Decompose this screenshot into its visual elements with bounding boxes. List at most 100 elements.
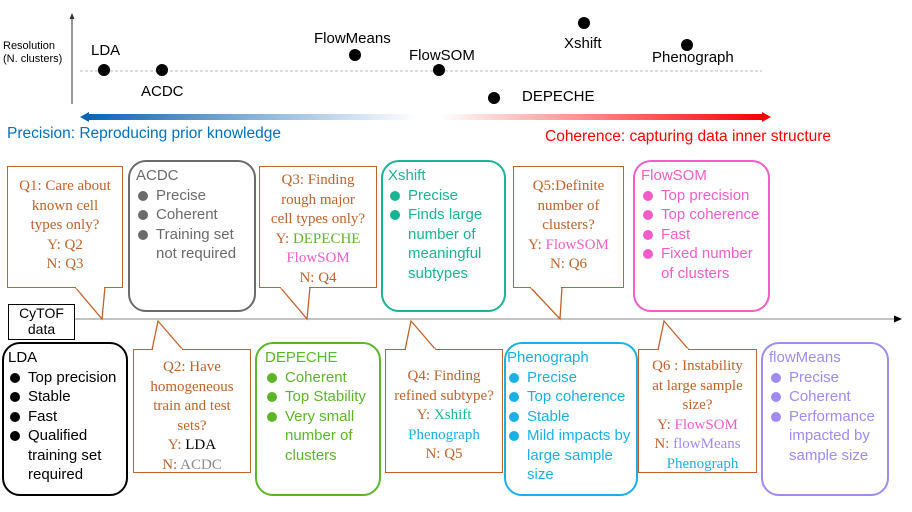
q5-line: clusters? bbox=[542, 217, 595, 233]
label-xshift: Xshift bbox=[564, 35, 602, 52]
point-flowmeans bbox=[349, 49, 361, 61]
method-phenograph: Phenograph Precise Top coherence Stable … bbox=[504, 342, 638, 496]
lda-item: Stable bbox=[8, 387, 122, 407]
q2-line: homogeneous bbox=[150, 378, 234, 395]
y-axis-label: Resolution (N. clusters) bbox=[3, 40, 62, 66]
bullet-icon bbox=[509, 431, 519, 441]
acdc-item: Training set not required bbox=[136, 225, 250, 264]
q5-no: N: Q6 bbox=[549, 256, 588, 272]
q3-yes-depeche: DEPECHE bbox=[292, 230, 361, 247]
method-flowmeans: flowMeans Precise Coherent Performance i… bbox=[761, 342, 889, 496]
bullet-icon bbox=[267, 372, 277, 383]
flowsom-item: Fixed number of clusters bbox=[641, 244, 764, 283]
q5-line: Q5:Definite bbox=[532, 178, 605, 194]
bullet-icon bbox=[138, 190, 148, 201]
q6-no-flowmeans: flowMeans bbox=[673, 436, 741, 452]
q1-line: known cell bbox=[31, 197, 99, 214]
label-acdc: ACDC bbox=[141, 83, 184, 100]
q6-yes: Y: FlowSOM bbox=[657, 416, 738, 433]
precision-arrow bbox=[88, 114, 416, 120]
bullet-icon bbox=[10, 372, 20, 383]
xshift-item: Finds large number of meaningful subtype… bbox=[388, 205, 500, 283]
q3-line: cell types only? bbox=[270, 211, 366, 227]
cytof-data-box: CyTOF data bbox=[8, 304, 75, 340]
q3-line: Q3: Finding bbox=[281, 172, 355, 188]
question-q1: Q1: Care about known cell types only? Y:… bbox=[7, 166, 123, 288]
lda-item: Top precision bbox=[8, 368, 122, 388]
bullet-icon bbox=[10, 431, 20, 441]
q3-line: rough major bbox=[281, 191, 355, 208]
method-acdc: ACDC Precise Coherent Training set not r… bbox=[128, 160, 256, 312]
point-flowsom bbox=[433, 64, 445, 76]
bullet-icon bbox=[643, 190, 653, 201]
timeline-arrowhead bbox=[894, 315, 902, 323]
q5-yes-flowsom: FlowSOM bbox=[545, 236, 609, 253]
lda-title: LDA bbox=[8, 349, 38, 366]
q5-tail bbox=[528, 286, 563, 321]
phenograph-item: Top coherence bbox=[507, 387, 632, 407]
depeche-item: Top Stability bbox=[265, 387, 375, 407]
bullet-icon bbox=[509, 392, 519, 402]
label-phenograph: Phenograph bbox=[652, 49, 734, 66]
q2-line: train and test bbox=[153, 398, 231, 414]
bullet-icon bbox=[771, 372, 781, 383]
bullet-icon bbox=[771, 392, 781, 402]
q1-line: Q1: Care about bbox=[19, 178, 111, 194]
q5-yes: Y: FlowSOM bbox=[528, 236, 609, 253]
bullet-icon bbox=[390, 210, 400, 220]
q5-line: number of bbox=[537, 197, 600, 214]
q4-yes: Y: Xshift bbox=[416, 407, 472, 423]
phenograph-item: Precise bbox=[507, 368, 632, 388]
bullet-icon bbox=[138, 210, 148, 220]
q6-yes-flowsom: FlowSOM bbox=[674, 416, 738, 433]
point-phenograph bbox=[681, 39, 693, 51]
flowmeans-item: Performance impacted by sample size bbox=[769, 407, 883, 466]
q3-no: N: Q4 bbox=[299, 269, 337, 286]
flowsom-title: FlowSOM bbox=[641, 167, 707, 184]
label-flowsom: FlowSOM bbox=[409, 47, 475, 64]
point-acdc bbox=[156, 64, 168, 76]
phenograph-item: Mild impacts by large sample size bbox=[507, 426, 632, 485]
coherence-arrowhead bbox=[762, 112, 771, 122]
bullet-icon bbox=[509, 411, 519, 422]
flowsom-item: Top coherence bbox=[641, 205, 764, 225]
bullet-icon bbox=[138, 229, 148, 240]
q2-yes-lda: LDA bbox=[185, 437, 217, 453]
depeche-item: Very small number of clusters bbox=[265, 407, 375, 466]
question-q5: Q5:Definite number of clusters? Y: FlowS… bbox=[513, 166, 624, 288]
method-xshift: Xshift Precise Finds large number of mea… bbox=[381, 160, 506, 312]
q6-no-phenograph: Phenograph bbox=[666, 455, 739, 472]
acdc-item: Coherent bbox=[136, 205, 250, 225]
bullet-icon bbox=[267, 392, 277, 402]
flowsom-item: Top precision bbox=[641, 186, 764, 206]
q1-line: types only? bbox=[30, 217, 100, 233]
label-flowmeans: FlowMeans bbox=[314, 30, 391, 47]
q6-line: at large sample bbox=[652, 377, 743, 394]
q2-tail bbox=[151, 319, 185, 351]
label-depeche: DEPECHE bbox=[522, 88, 595, 105]
acdc-item: Precise bbox=[136, 186, 250, 206]
q2-line: Q2: Have bbox=[163, 359, 221, 375]
depeche-item: Coherent bbox=[265, 368, 375, 388]
q4-line: Q4: Finding bbox=[407, 368, 481, 384]
depeche-title: DEPECHE bbox=[265, 349, 338, 366]
q6-no: N: flowMeans bbox=[654, 436, 741, 452]
q1-no: N: Q3 bbox=[46, 256, 84, 272]
q3-yes-flowsom: FlowSOM bbox=[286, 250, 350, 266]
lda-item: Qualified training set required bbox=[8, 426, 122, 485]
q6-line: Q6 : Instability bbox=[652, 358, 743, 374]
flowmeans-item: Precise bbox=[769, 368, 883, 388]
bullet-icon bbox=[10, 392, 20, 402]
xshift-title: Xshift bbox=[388, 167, 426, 184]
phenograph-item: Stable bbox=[507, 407, 632, 427]
method-lda: LDA Top precision Stable Fast Qualified … bbox=[2, 342, 128, 496]
q4-yes-phenograph: Phenograph bbox=[408, 426, 480, 443]
flowmeans-item: Coherent bbox=[769, 387, 883, 407]
coherence-label: Coherence: capturing data inner structur… bbox=[545, 128, 832, 145]
flowsom-item: Fast bbox=[641, 225, 764, 245]
y-axis-label-line1: Resolution bbox=[3, 40, 55, 52]
q1-yes: Y: Q2 bbox=[47, 236, 83, 253]
question-q4: Q4: Finding refined subtype? Y: Xshift P… bbox=[385, 349, 503, 473]
